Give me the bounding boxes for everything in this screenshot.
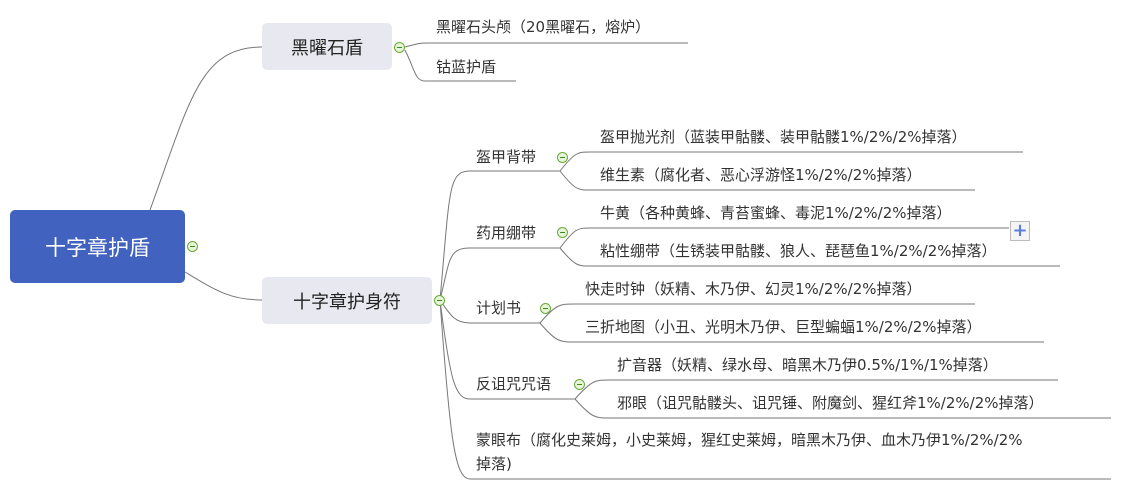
collapse-icon[interactable] [540,303,551,314]
branch-label: 黑曜石盾 [291,37,363,59]
collapse-icon[interactable] [574,379,585,390]
root-label: 十字章护盾 [45,235,150,260]
leaf-node[interactable]: 邪眼（诅咒骷髅头、诅咒锤、附魔剑、猩红斧1%/2%/2%掉落） [617,394,1044,412]
leaf-node[interactable]: 粘性绷带（生锈装甲骷髅、狼人、琵琶鱼1%/2%/2%掉落） [600,242,997,260]
sub-node[interactable]: 反诅咒咒语 [476,375,552,393]
sub-node[interactable]: 计划书 [476,299,522,317]
leaf-node[interactable]: 三折地图（小丑、光明木乃伊、巨型蝙蝠1%/2%/2%掉落） [585,318,982,336]
sub-node-blindfold-line2: 掉落) [476,455,512,473]
branch-label: 十字章护身符 [293,291,401,313]
leaf-node[interactable]: 钴蓝护盾 [436,58,497,76]
collapse-icon[interactable] [434,295,445,306]
leaf-node[interactable]: 黑曜石头颅（20黑曜石，熔炉） [436,18,651,36]
leaf-node[interactable]: 快走时钟（妖精、木乃伊、幻灵1%/2%/2%掉落） [585,280,922,298]
leaf-node[interactable]: 维生素（腐化者、恶心浮游怪1%/2%/2%掉落） [600,166,922,184]
leaf-node[interactable]: 牛黄（各种黄蜂、青苔蜜蜂、毒泥1%/2%/2%掉落） [600,204,952,222]
root-node[interactable]: 十字章护盾 [10,210,185,283]
plus-icon[interactable]: + [1010,221,1030,241]
collapse-icon[interactable] [557,227,568,238]
collapse-icon[interactable] [394,42,405,53]
branch-node-obsidian-shield[interactable]: 黑曜石盾 [262,23,392,70]
collapse-icon[interactable] [557,152,568,163]
sub-node[interactable]: 盔甲背带 [476,148,537,166]
leaf-node[interactable]: 盔甲抛光剂（蓝装甲骷髅、装甲骷髅1%/2%/2%掉落） [600,128,967,146]
sub-node-blindfold[interactable]: 蒙眼布（腐化史莱姆，小史莱姆，猩红史莱姆，暗黑木乃伊、血木乃伊1%/2%/2% [476,431,1023,449]
sub-node[interactable]: 药用绷带 [476,224,537,242]
leaf-node[interactable]: 扩音器（妖精、绿水母、暗黑木乃伊0.5%/1%/1%掉落） [617,356,998,374]
branch-node-cross-necklace[interactable]: 十字章护身符 [262,277,432,324]
collapse-icon[interactable] [187,241,198,252]
